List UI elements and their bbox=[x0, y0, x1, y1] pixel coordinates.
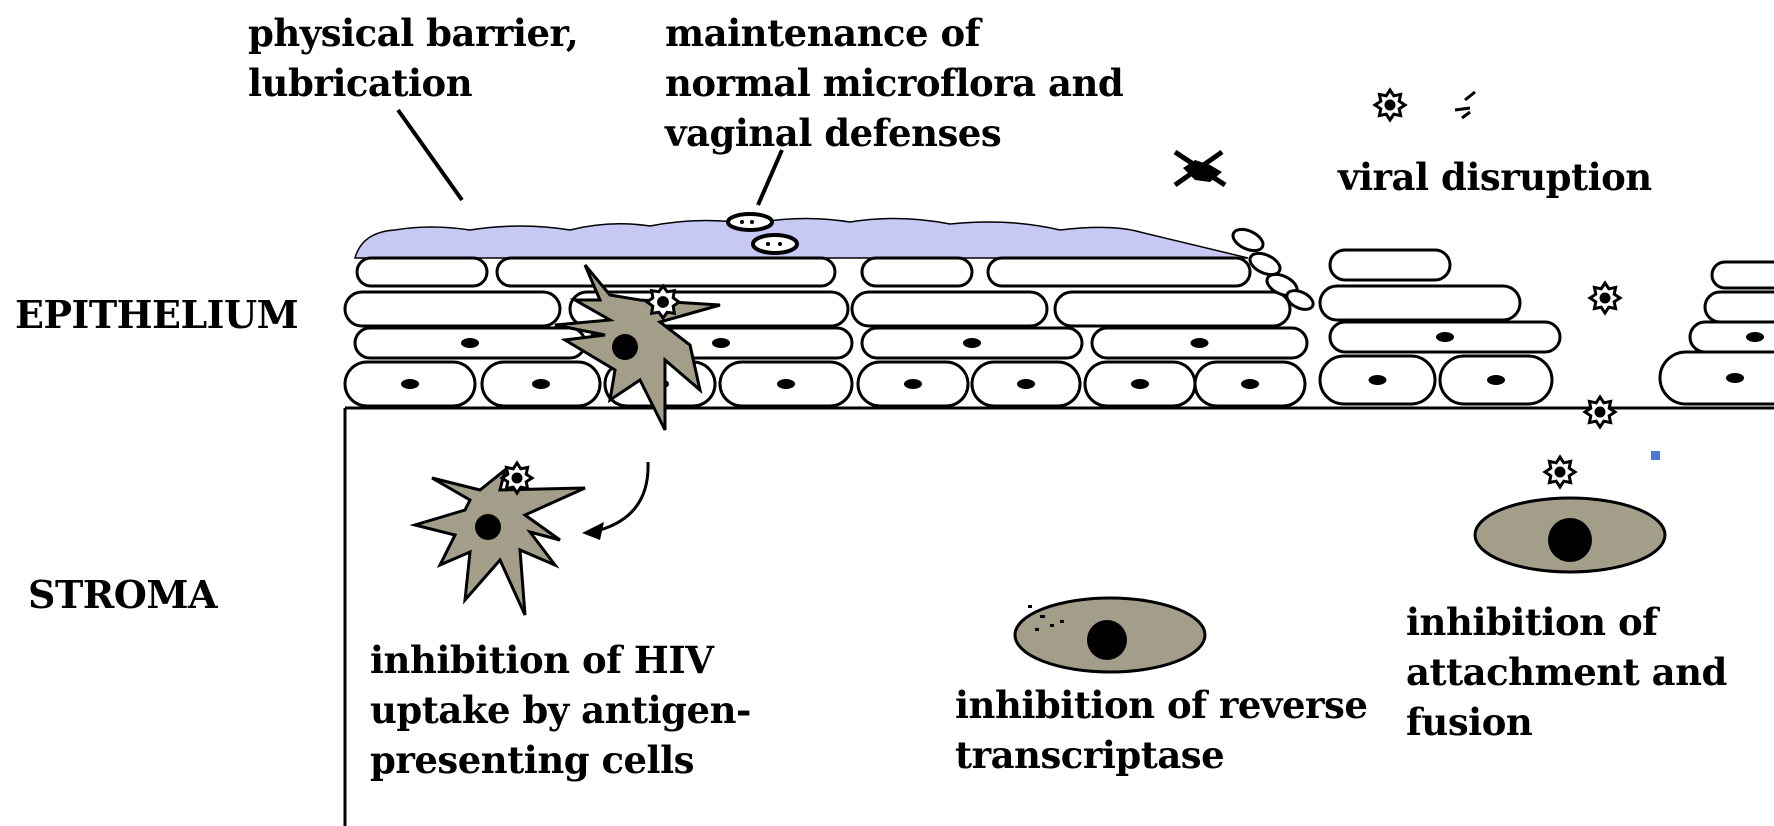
label-stroma: STROMA bbox=[28, 570, 217, 620]
label-line: inhibition of HIV bbox=[370, 635, 751, 685]
label-attachment-fusion: inhibition of attachment and fusion bbox=[1406, 597, 1727, 747]
barrier-pointer-line bbox=[398, 110, 462, 200]
cell-nucleus bbox=[904, 379, 922, 389]
label-line: normal microflora and bbox=[665, 58, 1123, 108]
cell-nucleus bbox=[1191, 338, 1209, 348]
label-line: uptake by antigen- bbox=[370, 685, 751, 735]
cell-nucleus bbox=[1131, 379, 1149, 389]
epithelial-cell bbox=[1712, 262, 1774, 288]
label-line: physical barrier, bbox=[248, 8, 578, 58]
label-line: transcriptase bbox=[955, 730, 1367, 780]
label-physical-barrier: physical barrier, lubrication bbox=[248, 8, 578, 108]
virion-core bbox=[1601, 294, 1609, 302]
virion-core bbox=[513, 474, 521, 482]
cell-nucleus bbox=[712, 338, 730, 348]
epithelial-cell bbox=[852, 292, 1047, 326]
label-reverse-transcriptase: inhibition of reverse transcriptase bbox=[955, 680, 1367, 780]
target-cell-fusion-nucleus bbox=[1548, 518, 1592, 562]
cell-nucleus bbox=[461, 338, 479, 348]
cell-nucleus bbox=[1746, 332, 1764, 342]
epithelial-cell bbox=[1330, 250, 1450, 280]
label-line: inhibition of bbox=[1406, 597, 1727, 647]
label-line: inhibition of reverse bbox=[955, 680, 1367, 730]
cell-nucleus bbox=[1487, 375, 1505, 385]
epithelial-cell bbox=[357, 258, 487, 286]
label-line: presenting cells bbox=[370, 735, 751, 785]
cell-nucleus bbox=[777, 379, 795, 389]
label-microflora: maintenance of normal microflora and vag… bbox=[665, 8, 1123, 158]
epithelial-cell bbox=[1055, 292, 1290, 326]
epithelial-cell bbox=[988, 258, 1250, 286]
cell-nucleus bbox=[1436, 332, 1454, 342]
epithelial-cell bbox=[497, 258, 835, 286]
cell-nucleus bbox=[963, 338, 981, 348]
virion-core bbox=[659, 298, 668, 307]
label-line: maintenance of bbox=[665, 8, 1123, 58]
cell-nucleus bbox=[1017, 379, 1035, 389]
label-line: viral disruption bbox=[1338, 152, 1652, 202]
epithelial-cell bbox=[1320, 286, 1520, 320]
cell-nucleus bbox=[1241, 379, 1259, 389]
epithelial-cells bbox=[345, 250, 1774, 406]
epithelial-cell bbox=[862, 258, 972, 286]
epithelial-cell bbox=[1705, 292, 1774, 322]
target-cell-rt-nucleus bbox=[1087, 620, 1127, 660]
virion-core bbox=[1556, 468, 1564, 476]
migration-arrowhead bbox=[582, 522, 604, 540]
dendritic-cell-stroma bbox=[415, 470, 585, 615]
migration-arrow bbox=[600, 462, 648, 530]
cell-nucleus bbox=[401, 379, 419, 389]
mucus-layer bbox=[355, 218, 1248, 258]
blue-marker bbox=[1651, 451, 1660, 460]
label-hiv-uptake: inhibition of HIV uptake by antigen- pre… bbox=[370, 635, 751, 785]
label-line: vaginal defenses bbox=[665, 108, 1123, 158]
epithelial-cell bbox=[345, 292, 560, 326]
microflora-pointer-line bbox=[758, 150, 782, 205]
cell-nucleus bbox=[1726, 373, 1744, 383]
virion-core bbox=[1596, 408, 1604, 416]
label-epithelium: EPITHELIUM bbox=[15, 290, 298, 340]
dendritic-cell-stroma-nucleus bbox=[475, 514, 501, 540]
label-line: attachment and bbox=[1406, 647, 1727, 697]
cell-nucleus bbox=[532, 379, 550, 389]
viral-fragments bbox=[1455, 92, 1475, 118]
epithelial-cell bbox=[1660, 352, 1774, 404]
label-viral-disruption: viral disruption bbox=[1338, 152, 1652, 202]
dendritic-cell-nucleus bbox=[612, 334, 638, 360]
label-line: lubrication bbox=[248, 58, 578, 108]
cell-nucleus bbox=[1369, 375, 1387, 385]
label-line: fusion bbox=[1406, 697, 1727, 747]
virion-core bbox=[1386, 101, 1394, 109]
disrupted-virion bbox=[1175, 152, 1225, 185]
